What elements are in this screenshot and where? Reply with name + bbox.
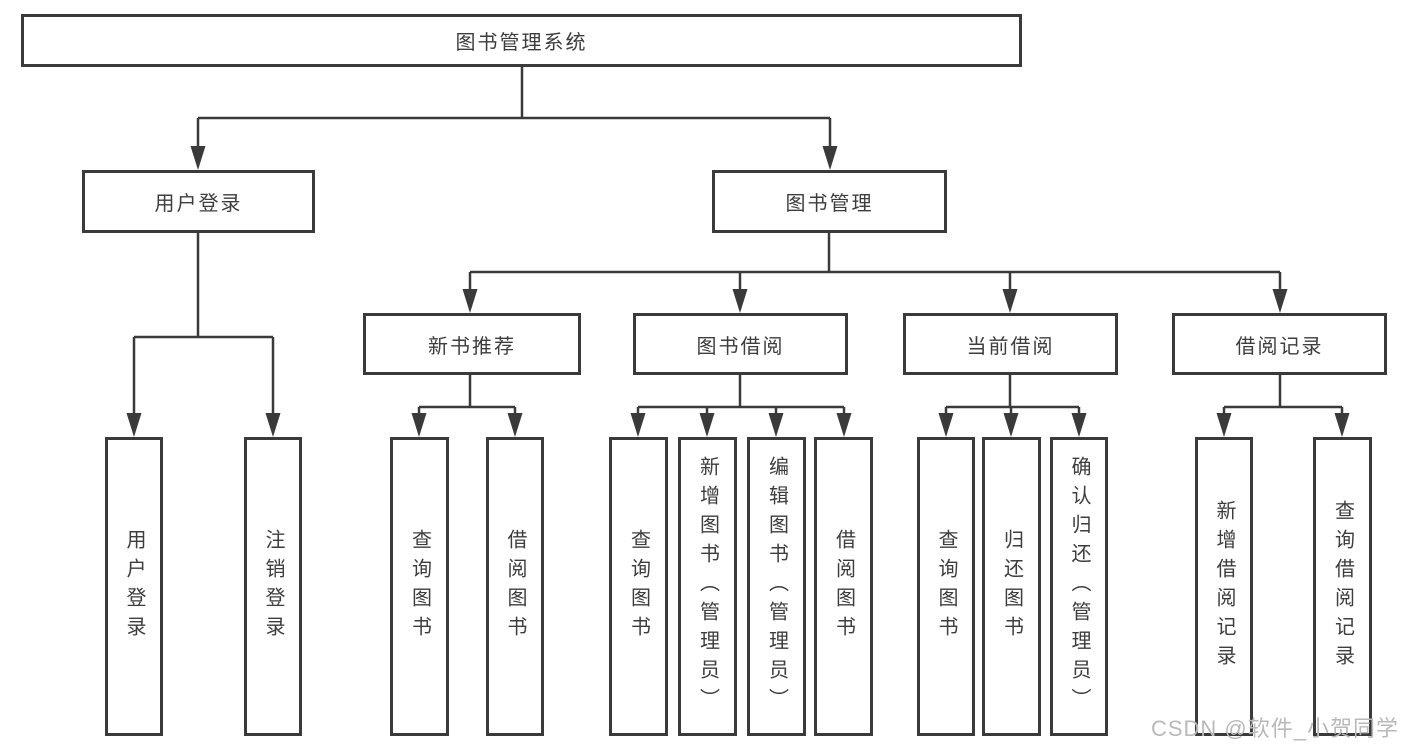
- leaf-query-book-recommend-label: 查询图书: [408, 528, 431, 645]
- leaf-confirm-return-admin: 确认归还（管理员）: [1050, 437, 1108, 736]
- node-book-borrow-label: 图书借阅: [696, 335, 785, 358]
- leaf-borrow-book: 借阅图书: [814, 437, 873, 736]
- leaf-user-login-label: 用户登录: [123, 528, 145, 645]
- node-new-book-recommend-label: 新书推荐: [428, 335, 516, 358]
- node-book-borrow: 图书借阅: [633, 313, 848, 375]
- leaf-borrow-book-recommend: 借阅图书: [486, 437, 544, 736]
- node-root-label: 图书管理系统: [455, 32, 588, 54]
- leaf-logout-label: 注销登录: [262, 528, 284, 645]
- node-root-system: 图书管理系统: [21, 14, 1022, 67]
- leaf-return-book-label: 归还图书: [1000, 528, 1023, 645]
- leaf-query-book-borrow-label: 查询图书: [627, 528, 650, 645]
- leaf-query-book-borrow: 查询图书: [609, 437, 668, 736]
- leaf-query-borrow-record: 查询借阅记录: [1313, 437, 1372, 736]
- node-book-management-label: 图书管理: [785, 193, 874, 215]
- node-borrow-records-label: 借阅记录: [1235, 335, 1324, 358]
- leaf-add-borrow-record: 新增借阅记录: [1195, 437, 1253, 736]
- leaf-return-book: 归还图书: [982, 437, 1041, 736]
- leaf-add-book-admin: 新增图书（管理员）: [678, 437, 737, 736]
- node-book-management: 图书管理: [712, 170, 947, 233]
- node-user-login: 用户登录: [82, 170, 315, 233]
- node-new-book-recommend: 新书推荐: [363, 313, 581, 375]
- node-current-borrow-label: 当前借阅: [966, 335, 1055, 358]
- leaf-edit-book-admin-label: 编辑图书（管理员）: [765, 456, 788, 717]
- leaf-borrow-book-recommend-label: 借阅图书: [504, 528, 526, 645]
- leaf-confirm-return-admin-label: 确认归还（管理员）: [1068, 456, 1090, 717]
- leaf-add-borrow-record-label: 新增借阅记录: [1213, 499, 1235, 674]
- leaf-query-book-recommend: 查询图书: [390, 437, 449, 736]
- leaf-logout: 注销登录: [244, 437, 302, 736]
- node-user-login-label: 用户登录: [154, 193, 243, 215]
- leaf-query-book-current-label: 查询图书: [935, 528, 957, 645]
- leaf-edit-book-admin: 编辑图书（管理员）: [747, 437, 806, 736]
- leaf-user-login: 用户登录: [105, 437, 163, 736]
- watermark: CSDN @软件_小贺同学: [1150, 716, 1399, 741]
- node-borrow-records: 借阅记录: [1172, 313, 1387, 375]
- leaf-borrow-book-label: 借阅图书: [832, 528, 855, 645]
- leaf-add-book-admin-label: 新增图书（管理员）: [696, 456, 719, 717]
- arrowheads: [126, 146, 1350, 437]
- node-current-borrow: 当前借阅: [903, 313, 1118, 375]
- leaf-query-borrow-record-label: 查询借阅记录: [1331, 499, 1354, 674]
- leaf-query-book-current: 查询图书: [917, 437, 975, 736]
